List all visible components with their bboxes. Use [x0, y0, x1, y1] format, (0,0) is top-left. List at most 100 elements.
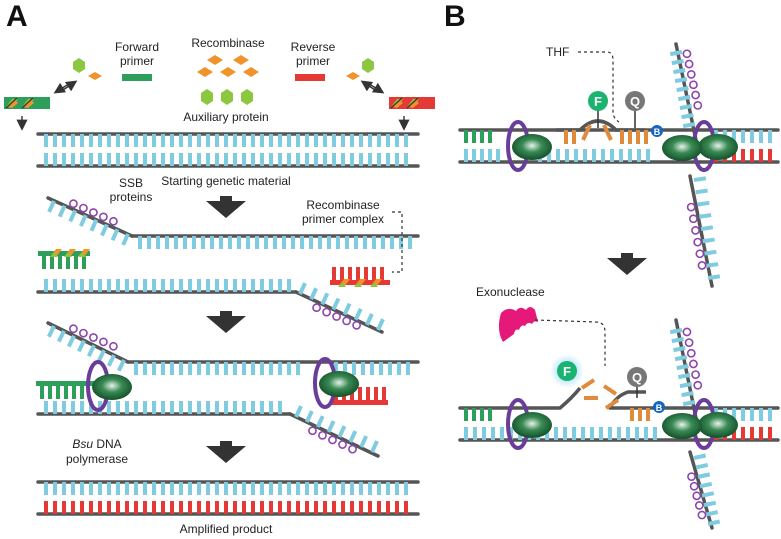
auxiliary-protein-icon [78, 252, 86, 257]
base [125, 501, 129, 514]
base [693, 176, 707, 182]
base [282, 236, 286, 249]
exonuclease-label: Exonuclease [476, 285, 545, 299]
base [386, 482, 390, 495]
base [143, 401, 147, 414]
panel-a-letter: A [6, 0, 28, 33]
base [565, 149, 569, 162]
base [472, 408, 476, 421]
base [98, 501, 102, 514]
base [556, 149, 560, 162]
ssb-protein [99, 212, 108, 222]
base [44, 153, 48, 166]
base [121, 233, 130, 246]
base [152, 279, 156, 292]
base [269, 482, 273, 495]
base [332, 482, 336, 495]
primer-base [42, 256, 46, 269]
ssb-protein [109, 341, 118, 351]
ssb-protein [89, 208, 98, 217]
base [170, 482, 174, 495]
primer-base [82, 256, 86, 269]
base [323, 153, 327, 166]
base [386, 153, 390, 166]
base [161, 279, 165, 292]
bsu-rest-text: DNA [93, 437, 122, 451]
base [143, 501, 147, 514]
ssb-protein [688, 214, 698, 224]
base [233, 401, 237, 414]
base [646, 149, 650, 162]
base [314, 134, 318, 147]
base [251, 362, 255, 375]
reverse-primer-label-line2: primer [296, 54, 330, 68]
blocker-letter: B [654, 127, 661, 137]
probe-base [581, 124, 592, 141]
base [89, 279, 93, 292]
base [251, 153, 255, 166]
reverse-primer-icon [295, 74, 325, 81]
base [96, 349, 106, 362]
recombinase-icon [233, 55, 249, 65]
base [53, 279, 57, 292]
ssb-protein [348, 444, 357, 454]
base [192, 236, 196, 249]
base [242, 153, 246, 166]
base [554, 427, 558, 440]
base [705, 510, 719, 517]
base [732, 130, 736, 143]
ssb-protein [691, 226, 700, 235]
ssb-protein [697, 261, 707, 270]
base [404, 482, 408, 495]
primer-base [50, 256, 54, 269]
base [237, 236, 241, 249]
base [179, 153, 183, 166]
primer-base [380, 267, 384, 280]
base [174, 236, 178, 249]
ssb-protein [689, 359, 698, 369]
base [682, 122, 696, 129]
base [242, 279, 246, 292]
base [134, 482, 138, 495]
base [57, 204, 67, 218]
base [305, 482, 309, 495]
base [107, 401, 111, 414]
base [107, 153, 111, 166]
extended-base [374, 387, 378, 400]
ssb-protein [89, 333, 98, 342]
base [242, 362, 246, 375]
ssb-protein [322, 307, 331, 317]
ssb-protein [697, 510, 707, 520]
base [332, 134, 336, 147]
bsu-polymerase-label-line1: Bsu DNA [72, 437, 121, 451]
base [332, 501, 336, 514]
base [341, 501, 345, 514]
base [377, 501, 381, 514]
amplified-product-label: Amplified product [180, 522, 273, 536]
base [116, 279, 120, 292]
base [62, 279, 66, 292]
base [206, 482, 210, 495]
base [188, 401, 192, 414]
base [161, 501, 165, 514]
base [699, 481, 713, 489]
base [732, 149, 736, 162]
base [89, 482, 93, 495]
base [116, 153, 120, 166]
ssb-label-line1: SSB [119, 176, 143, 190]
recombinase-icon-group [197, 55, 259, 77]
base [323, 482, 327, 495]
released-fluorophore: F [550, 354, 584, 388]
base [406, 362, 410, 375]
fluorophore-letter-released: F [563, 364, 571, 379]
probe-base [644, 130, 648, 144]
forward-primer-label-line1: Forward [115, 40, 159, 54]
base [342, 302, 352, 316]
ssb-protein [694, 501, 704, 510]
complex-outline [5, 97, 18, 109]
base [219, 236, 223, 249]
ssb-protein [69, 324, 78, 334]
base [161, 134, 165, 147]
base [397, 362, 401, 375]
base [331, 297, 341, 311]
